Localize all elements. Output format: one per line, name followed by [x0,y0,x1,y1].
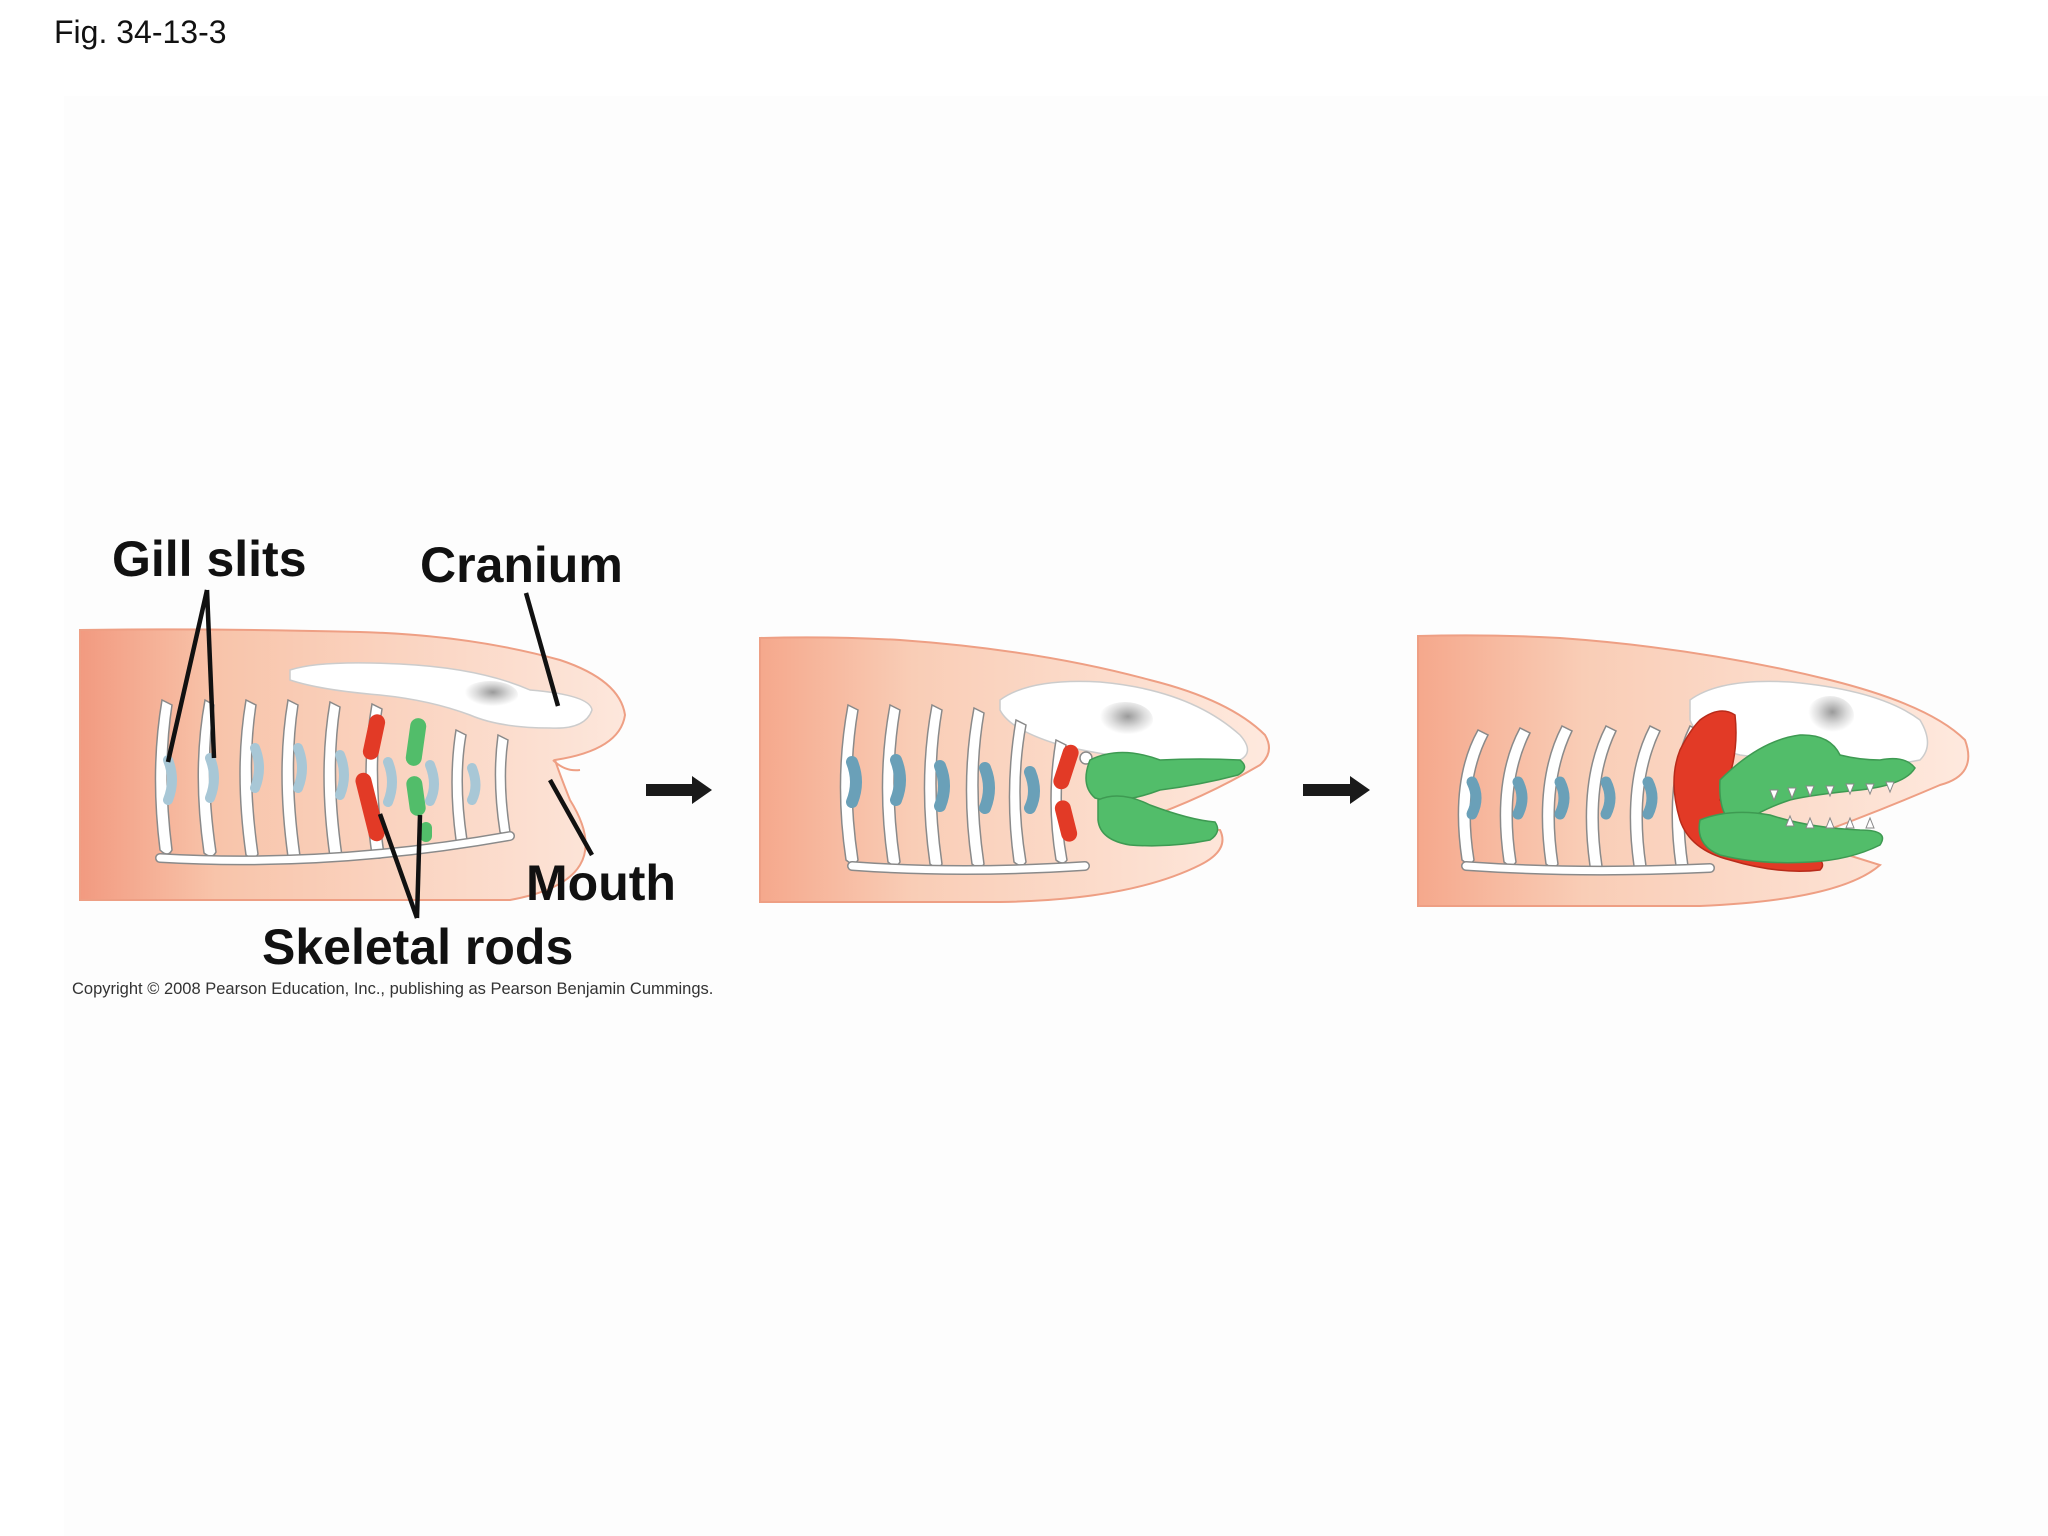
cranium-shape [289,662,593,729]
figure-label: Fig. 34-13-3 [54,14,227,50]
lower-jaw [1698,811,1884,864]
arrow-right-icon [1303,776,1370,804]
gill-arches [154,698,515,866]
stage-3-jawed [1417,634,1970,907]
teeth [1769,781,1895,829]
arrow-right-icon [646,776,712,804]
stage-2-early-jaw [759,636,1270,903]
copyright-text: Copyright © 2008 Pearson Education, Inc.… [72,980,713,998]
skeletal-rods [355,714,432,842]
upper-jaw [1085,751,1246,801]
skeletal-rods-label: Skeletal rods [262,919,573,975]
stage-1-jawless: Gill slits Cranium Mouth Skeletal rods C… [72,531,713,998]
skeletal-rods [1053,744,1246,847]
gill-slits [1466,776,1658,820]
leader-lines [165,589,594,919]
cranium-label: Cranium [420,537,623,593]
mouth-label: Mouth [526,855,676,911]
gill-slits [846,754,1040,814]
gill-slits-label: Gill slits [112,531,307,587]
lower-jaw [1097,795,1219,847]
gill-slits [163,743,481,807]
